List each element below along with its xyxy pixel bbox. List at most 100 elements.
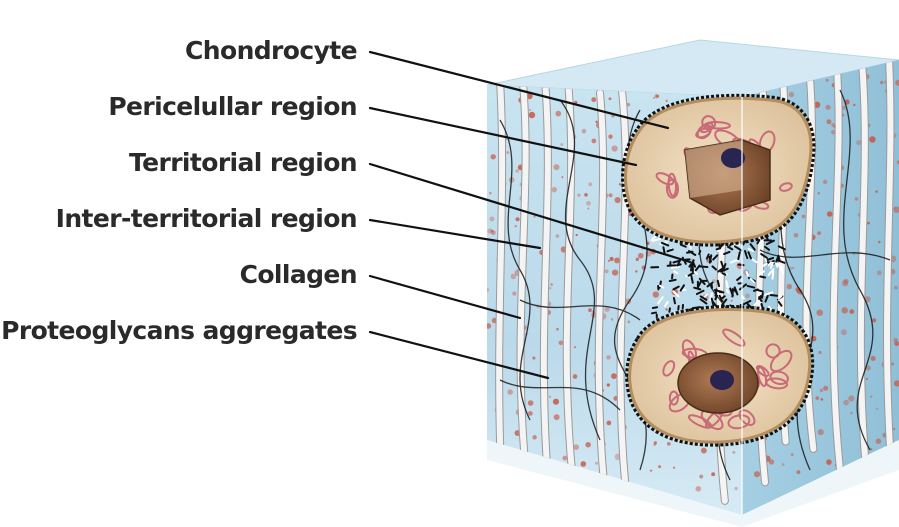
proteoglycan-dot xyxy=(528,487,532,491)
proteoglycan-dot xyxy=(653,291,659,297)
proteoglycan-dot xyxy=(831,123,835,127)
proteoglycan-dot xyxy=(818,192,820,194)
chondrocyte-lower xyxy=(630,309,810,442)
proteoglycan-dot xyxy=(588,182,592,186)
proteoglycan-dot xyxy=(573,374,578,379)
proteoglycan-dot xyxy=(549,287,551,289)
proteoglycan-dot xyxy=(532,435,537,440)
proteoglycan-dot xyxy=(665,308,667,310)
proteoglycan-dot xyxy=(529,112,536,119)
proteoglycan-dot xyxy=(610,257,614,261)
proteoglycan-dot xyxy=(609,193,613,197)
label-collagen: Collagen xyxy=(240,260,357,289)
proteoglycan-dot xyxy=(826,105,831,110)
proteoglycan-dot xyxy=(574,346,576,348)
matrix-dash xyxy=(722,273,725,275)
proteoglycan-dot xyxy=(745,293,750,298)
matrix-dash xyxy=(726,281,727,287)
proteoglycan-dot xyxy=(562,456,567,461)
proteoglycan-dot xyxy=(612,145,618,151)
proteoglycan-dot xyxy=(818,429,824,435)
matrix-dash xyxy=(727,290,729,293)
proteoglycan-dot xyxy=(797,470,801,474)
proteoglycan-dot xyxy=(485,288,489,292)
proteoglycan-dot xyxy=(754,471,760,477)
proteoglycan-dot xyxy=(485,484,490,489)
proteoglycan-dot xyxy=(606,421,611,426)
matrix-dash xyxy=(778,256,779,260)
matrix-dash xyxy=(772,271,773,278)
matrix-dash xyxy=(700,266,708,267)
proteoglycan-dot xyxy=(512,292,516,296)
proteoglycan-dot xyxy=(870,396,872,398)
label-proteoglycans-aggregates: Proteoglycans aggregates xyxy=(1,316,357,345)
proteoglycan-dot xyxy=(665,100,668,103)
matrix-dash xyxy=(776,264,777,267)
proteoglycan-dot xyxy=(654,94,658,98)
proteoglycan-dot xyxy=(880,81,883,84)
proteoglycan-dot xyxy=(516,217,520,221)
proteoglycan-dot xyxy=(843,400,849,406)
proteoglycan-dot xyxy=(586,201,591,206)
proteoglycan-dot xyxy=(556,328,559,331)
proteoglycan-dot xyxy=(608,260,610,262)
proteoglycan-dot xyxy=(826,459,832,465)
matrix-dash xyxy=(663,247,664,253)
proteoglycan-dot xyxy=(794,233,799,238)
proteoglycan-dot xyxy=(614,258,620,264)
matrix-dash xyxy=(719,243,720,246)
proteoglycan-dot xyxy=(528,411,533,416)
proteoglycan-dot xyxy=(588,308,592,312)
proteoglycan-dot xyxy=(549,396,552,399)
label-chondrocyte: Chondrocyte xyxy=(185,36,357,65)
proteoglycan-dot xyxy=(701,448,707,454)
proteoglycan-dot xyxy=(595,462,598,465)
proteoglycan-dot xyxy=(848,395,854,401)
proteoglycan-dot xyxy=(506,151,509,154)
proteoglycan-dot xyxy=(841,329,847,335)
proteoglycan-dot xyxy=(559,340,564,345)
proteoglycan-dot xyxy=(587,208,589,210)
proteoglycan-dot xyxy=(653,443,656,446)
proteoglycan-dot xyxy=(894,207,896,209)
proteoglycan-dot xyxy=(609,97,612,100)
matrix-dash xyxy=(762,293,763,297)
proteoglycan-dot xyxy=(650,469,652,471)
proteoglycan-dot xyxy=(636,258,639,261)
proteoglycan-dot xyxy=(584,193,587,196)
proteoglycan-dot xyxy=(638,253,644,259)
proteoglycan-dot xyxy=(585,442,590,447)
proteoglycan-dot xyxy=(491,154,496,159)
proteoglycan-dot xyxy=(856,140,861,145)
matrix-dash xyxy=(770,295,777,296)
proteoglycan-dot xyxy=(731,300,733,302)
proteoglycan-dot xyxy=(612,269,618,275)
proteoglycan-dot xyxy=(628,321,631,324)
proteoglycan-dot xyxy=(877,270,882,275)
proteoglycan-dot xyxy=(608,135,612,139)
proteoglycan-dot xyxy=(489,216,494,221)
proteoglycan-dot xyxy=(577,194,580,197)
proteoglycan-dot xyxy=(871,356,876,361)
proteoglycan-dot xyxy=(782,463,785,466)
proteoglycan-dot xyxy=(875,190,878,193)
proteoglycan-dot xyxy=(893,428,895,430)
proteoglycan-dot xyxy=(891,362,894,365)
proteoglycan-dot xyxy=(489,192,492,195)
proteoglycan-dot xyxy=(876,408,878,410)
label-territorial-region: Territorial region xyxy=(129,148,357,177)
proteoglycan-dot xyxy=(789,92,794,97)
matrix-dash xyxy=(669,308,670,311)
matrix-dash xyxy=(710,255,711,262)
proteoglycan-dot xyxy=(853,104,855,106)
proteoglycan-dot xyxy=(867,222,870,225)
proteoglycan-dot xyxy=(735,487,738,490)
label-inter-territorial-region: Inter-territorial region xyxy=(56,204,357,233)
matrix-dash xyxy=(691,265,692,271)
proteoglycan-dot xyxy=(553,164,559,170)
matrix-dash xyxy=(674,298,675,303)
matrix-dash xyxy=(653,307,657,308)
label-pericellular-region: Pericelullar region xyxy=(108,92,357,121)
matrix-dash xyxy=(672,267,679,268)
proteoglycan-dot xyxy=(866,378,868,380)
